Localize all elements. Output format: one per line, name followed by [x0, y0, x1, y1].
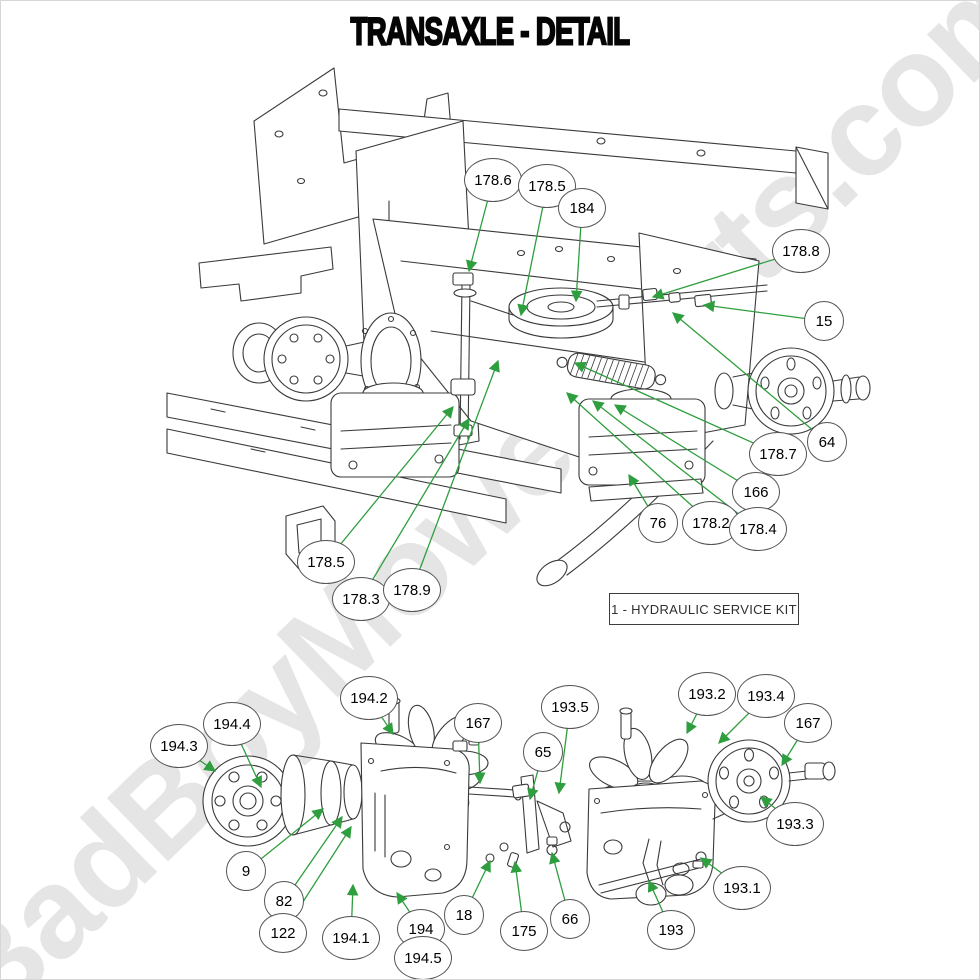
callout-167: 167	[454, 703, 502, 743]
callout-166: 166	[732, 472, 780, 512]
callout-193-2: 193.2	[678, 672, 736, 716]
callout-178-9: 178.9	[383, 568, 441, 612]
callout-167: 167	[784, 703, 832, 743]
callout-193-4: 193.4	[737, 674, 795, 718]
callout-178-6: 178.6	[464, 158, 522, 202]
callout-194-4: 194.4	[203, 702, 261, 746]
callout-178-5: 178.5	[297, 540, 355, 584]
callout-193-1: 193.1	[713, 866, 771, 910]
title-bar: TRANSAXLE - DETAIL	[1, 9, 979, 54]
callout-66: 66	[550, 899, 590, 939]
callout-175: 175	[500, 911, 548, 951]
callout-64: 64	[807, 422, 847, 462]
callout-184: 184	[558, 188, 606, 228]
callout-193-3: 193.3	[766, 802, 824, 846]
callout-76: 76	[638, 503, 678, 543]
callout-194-3: 194.3	[150, 724, 208, 768]
callout-194-1: 194.1	[322, 916, 380, 960]
hydraulic-service-kit-label: 1 - HYDRAULIC SERVICE KIT	[611, 601, 797, 617]
callout-9: 9	[226, 851, 266, 891]
callout-178-7: 178.7	[749, 432, 807, 476]
callout-65: 65	[523, 732, 563, 772]
callout-193-5: 193.5	[541, 685, 599, 729]
callout-194-2: 194.2	[340, 676, 398, 720]
callout-178-3: 178.3	[332, 577, 390, 621]
callout-15: 15	[804, 301, 844, 341]
callout-194-5: 194.5	[394, 936, 452, 979]
callout-178-8: 178.8	[772, 229, 830, 273]
page-title: TRANSAXLE - DETAIL	[350, 9, 631, 54]
callout-18: 18	[444, 895, 484, 935]
callout-122: 122	[259, 913, 307, 953]
callout-178-4: 178.4	[729, 507, 787, 551]
hydraulic-service-kit-box: 1 - HYDRAULIC SERVICE KIT	[609, 593, 799, 625]
callout-193: 193	[647, 910, 695, 950]
